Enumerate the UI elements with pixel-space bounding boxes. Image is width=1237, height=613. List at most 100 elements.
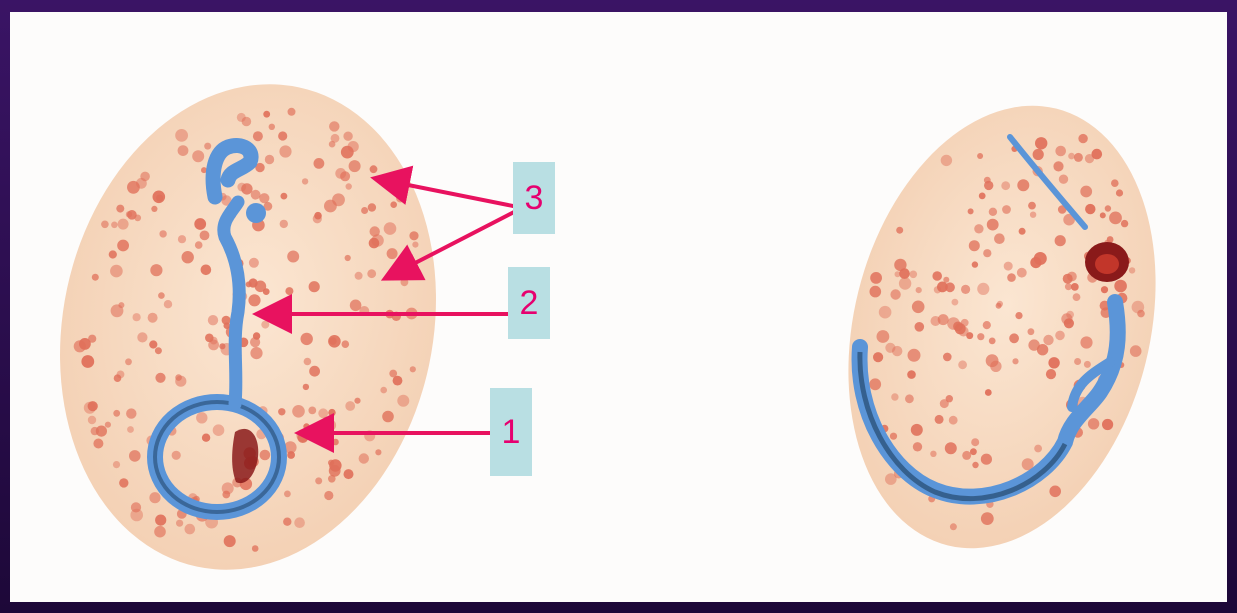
granule: [345, 255, 351, 261]
granule: [74, 340, 86, 352]
granule: [932, 271, 942, 281]
granule: [253, 332, 260, 339]
granule: [367, 269, 376, 278]
granule: [205, 334, 214, 343]
granule: [1030, 257, 1041, 268]
granule: [905, 394, 914, 403]
granule: [119, 478, 128, 487]
granule: [961, 285, 970, 294]
granule: [265, 155, 274, 164]
granule: [332, 439, 339, 446]
granule: [977, 333, 984, 340]
granule: [380, 387, 387, 394]
granule: [151, 206, 157, 212]
granule: [1102, 419, 1113, 430]
granule: [371, 234, 383, 246]
granule: [150, 264, 162, 276]
granule: [1137, 310, 1145, 318]
left-cell-body: [16, 49, 480, 602]
granule: [328, 335, 341, 348]
granule: [1063, 274, 1073, 284]
granule: [343, 132, 352, 141]
granule: [155, 515, 166, 526]
label-3-text: 3: [525, 179, 544, 217]
granule: [111, 222, 118, 229]
granule: [892, 346, 902, 356]
granule: [962, 451, 971, 460]
granule: [302, 178, 308, 184]
granule: [140, 172, 150, 182]
granule: [966, 332, 973, 339]
granule: [968, 208, 974, 214]
granule: [261, 321, 269, 329]
granule: [384, 222, 397, 235]
granule: [1012, 358, 1018, 364]
granule: [1019, 228, 1026, 235]
granule: [994, 233, 1005, 244]
granule: [977, 153, 983, 159]
granule: [1015, 312, 1022, 319]
granule: [1114, 280, 1127, 293]
granule: [1028, 202, 1036, 210]
granule: [1092, 149, 1103, 160]
granule: [350, 300, 362, 312]
granule: [412, 242, 418, 248]
granule: [885, 473, 897, 485]
granule: [1073, 293, 1081, 301]
granule: [1028, 328, 1035, 335]
granule: [943, 277, 949, 283]
granule: [153, 191, 166, 204]
granule: [259, 193, 269, 203]
granule: [1121, 220, 1128, 227]
granule: [907, 370, 916, 379]
granule: [1129, 267, 1135, 273]
granule: [178, 145, 189, 156]
granule: [1078, 134, 1087, 143]
granule: [110, 265, 123, 278]
granule: [1064, 318, 1074, 328]
granule: [345, 401, 355, 411]
granule: [879, 306, 892, 319]
granule: [155, 373, 165, 383]
granule: [164, 300, 172, 308]
granule: [401, 278, 409, 286]
granule: [989, 338, 996, 345]
granule: [1116, 189, 1123, 196]
granule: [974, 224, 983, 233]
granule: [219, 343, 225, 349]
granule: [88, 401, 98, 411]
granule: [154, 526, 166, 538]
label-2-text: 2: [520, 284, 539, 322]
granule: [972, 261, 978, 267]
granule: [1101, 286, 1108, 293]
granule: [116, 205, 124, 213]
granule: [870, 272, 882, 284]
granule: [304, 358, 312, 366]
granule: [284, 491, 291, 498]
granule: [971, 438, 979, 446]
granule: [1059, 175, 1068, 184]
granule: [250, 347, 262, 359]
granule: [390, 201, 397, 208]
granule: [916, 287, 922, 293]
granule: [213, 424, 225, 436]
granule: [192, 150, 204, 162]
granule: [969, 240, 980, 251]
granule: [158, 292, 165, 299]
granule: [393, 376, 403, 386]
granule: [947, 317, 960, 330]
granule: [349, 160, 361, 172]
granule: [1068, 153, 1075, 160]
granule: [1074, 358, 1081, 365]
granule: [224, 535, 236, 547]
granule: [945, 442, 957, 454]
right-cell: [804, 73, 1200, 581]
granule: [370, 165, 378, 173]
granule: [989, 208, 997, 216]
granule: [133, 313, 141, 321]
granule: [92, 274, 99, 281]
granule: [241, 183, 252, 194]
granule: [111, 304, 124, 317]
granule: [249, 258, 259, 268]
granule: [303, 423, 309, 429]
